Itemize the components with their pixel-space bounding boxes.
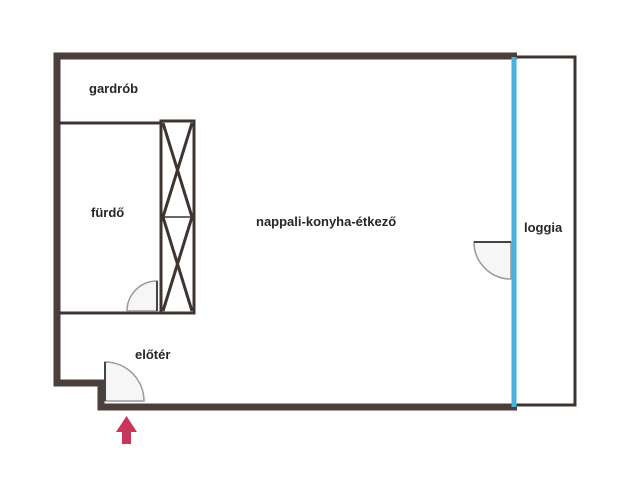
room-label-nappali: nappali-konyha-étkező [256,214,396,229]
room-label-loggia: loggia [524,220,563,235]
living-door [473,241,512,280]
entrance-arrow-icon [116,416,137,444]
wardrobe-cross-4 [161,216,194,312]
entrance-door-swing [104,361,145,402]
bathroom-door [126,280,158,312]
loggia-outline [517,55,577,407]
entrance-arrow-head [116,416,137,432]
entrance-door [104,361,145,402]
wardrobe-cabinet [159,119,196,315]
room-label-eloter: előtér [135,347,170,362]
wardrobe-cross-2 [161,122,194,218]
exterior-wall-outline [53,52,517,411]
entrance-arrow-shaft [122,430,131,444]
exterior-walls [53,52,517,411]
room-label-gardrob: gardrób [89,81,138,96]
living-door-swing [473,241,512,280]
room-label-furdo: fürdő [91,205,124,220]
bathroom-door-swing [126,280,158,312]
loggia-frame [517,55,577,407]
